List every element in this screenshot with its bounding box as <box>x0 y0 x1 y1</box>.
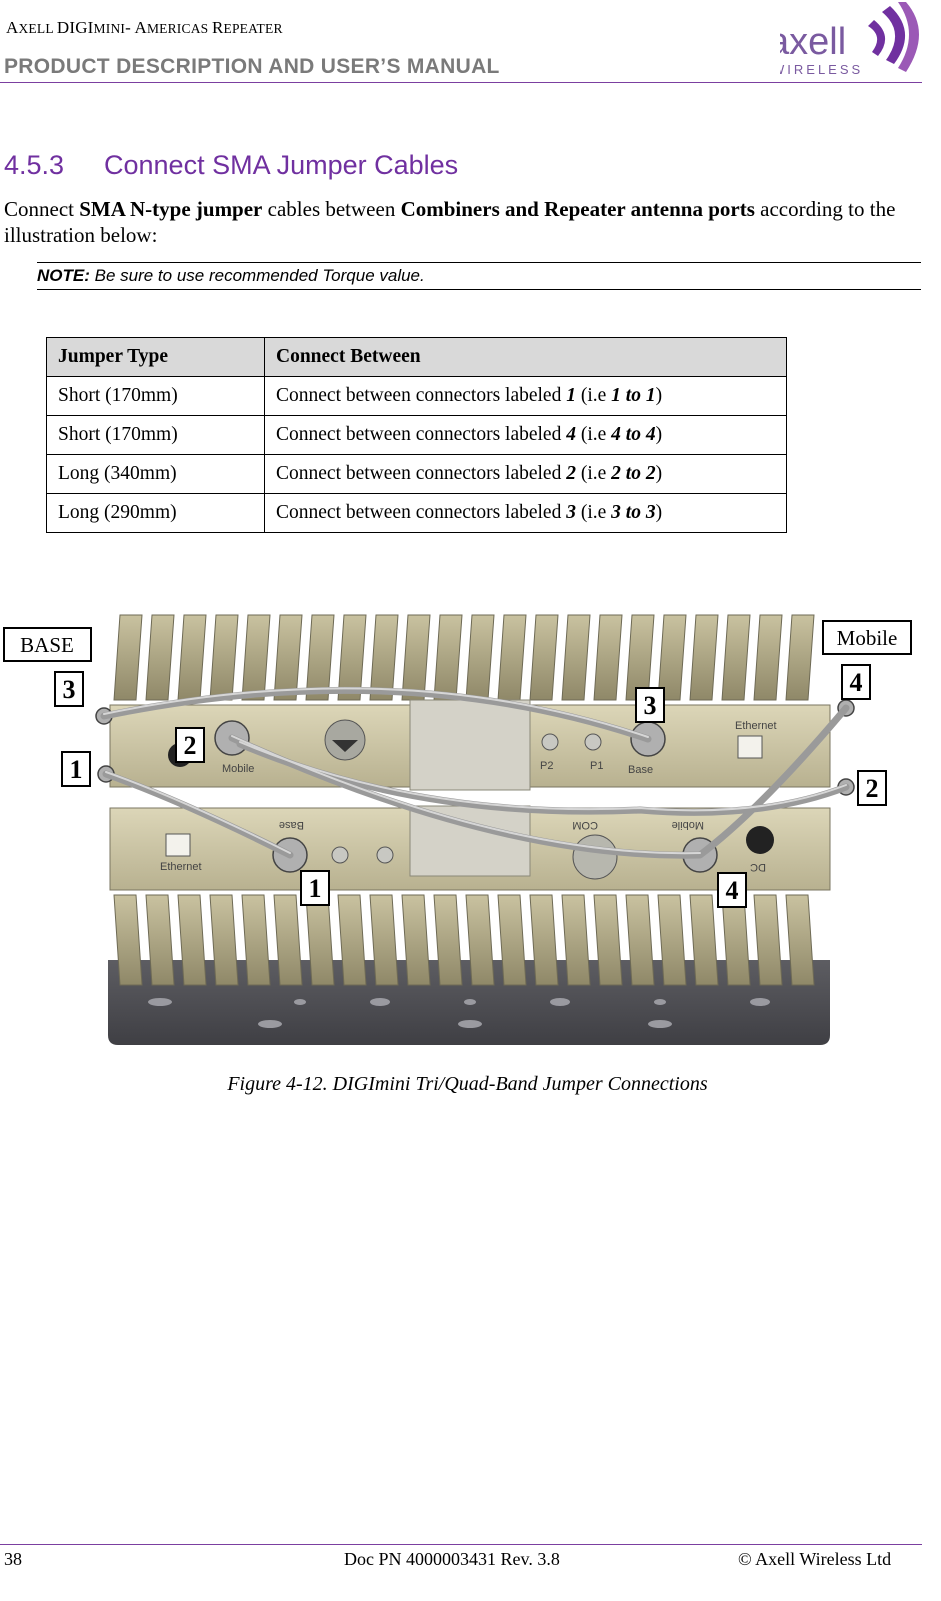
heatsink-fin <box>593 614 623 701</box>
jumper-type-cell: Short (170mm) <box>46 415 265 455</box>
heatsink-fin <box>401 894 431 986</box>
table-row: Long (290mm) Connect between connectors … <box>46 493 787 533</box>
svg-text:P2: P2 <box>540 760 553 772</box>
heatsink-fin <box>593 894 623 986</box>
heatsink-fin <box>497 894 527 986</box>
heatsink-fin <box>145 894 175 986</box>
heatsink-fin <box>753 614 783 701</box>
heatsink-fin <box>273 614 303 701</box>
header-title: AXELL DIGIMINI- AMERICAS REPEATER <box>6 18 283 37</box>
svg-text:COM: COM <box>572 819 598 831</box>
doc-number: Doc PN 4000003431 Rev. 3.8 <box>344 1549 560 1569</box>
heatsink-fin <box>177 894 207 986</box>
heatsink-fin <box>305 614 335 701</box>
heatsink-fin <box>465 894 495 986</box>
repeater-illustration: Ethernet Mobile Base P1 P2 Ethernet Base… <box>3 614 912 1045</box>
header-divider <box>0 82 922 83</box>
heatsink-fin <box>753 894 783 986</box>
connect-between-cell: Connect between connectors labeled 3 (i.… <box>264 493 787 533</box>
connect-between-cell: Connect between connectors labeled 4 (i.… <box>264 415 787 455</box>
svg-text:DC: DC <box>750 861 766 873</box>
logo-subtext: WIRELESS <box>780 62 863 77</box>
heatsink-fin <box>433 894 463 986</box>
heatsink-fin <box>529 894 559 986</box>
table-row: Short (170mm) Connect between connectors… <box>46 376 787 416</box>
jumper-table: Jumper Type Connect Between Short (170mm… <box>46 337 787 533</box>
svg-text:P1: P1 <box>590 760 603 772</box>
heatsink-fin <box>785 614 815 701</box>
svg-text:Base: Base <box>279 819 304 831</box>
heatsink-fin <box>113 614 143 701</box>
footer-divider <box>0 1544 922 1545</box>
table-row: Short (170mm) Connect between connectors… <box>46 415 787 455</box>
section-title: Connect SMA Jumper Cables <box>104 150 459 180</box>
figure-caption: Figure 4-12. DIGImini Tri/Quad-Band Jump… <box>227 1073 708 1095</box>
svg-text:Mobile: Mobile <box>222 763 254 775</box>
intro-paragraph: Connect SMA N-type jumper cables between… <box>4 197 896 247</box>
heatsink-fin <box>721 614 751 701</box>
label-mobile-box <box>822 620 912 655</box>
jumper-type-cell: Long (290mm) <box>46 493 265 533</box>
heatsink-fin <box>561 614 591 701</box>
heatsink-fin <box>561 894 591 986</box>
callout-2: 2 <box>184 731 197 760</box>
table-row: Long (340mm) Connect between connectors … <box>46 454 787 494</box>
callout-3: 3 <box>644 691 657 720</box>
heatsink-fin <box>369 614 399 701</box>
heatsink-fin <box>273 894 303 986</box>
heatsink-fin <box>177 614 207 701</box>
callout-4: 4 <box>726 876 739 905</box>
note-box: NOTE: Be sure to use recommended Torque … <box>37 262 921 290</box>
column-header: Connect Between <box>264 337 787 377</box>
connect-between-cell: Connect between connectors labeled 2 (i.… <box>264 454 787 494</box>
heatsink-fin <box>337 894 367 986</box>
label-base-box <box>3 627 92 662</box>
callout-1: 1 <box>70 755 83 784</box>
heatsink-fin <box>785 894 815 986</box>
heatsink-fin <box>337 614 367 701</box>
heatsink-fin <box>209 894 239 986</box>
svg-text:Ethernet: Ethernet <box>735 720 777 732</box>
heatsink-fin <box>657 614 687 701</box>
heatsink-fin <box>113 894 143 986</box>
svg-text:Ethernet: Ethernet <box>160 861 202 873</box>
svg-text:Base: Base <box>628 764 653 776</box>
heatsink-fin <box>369 894 399 986</box>
note-text: Be sure to use recommended Torque value. <box>89 266 425 285</box>
heatsink-fin <box>241 614 271 701</box>
callout-3: 3 <box>63 675 76 704</box>
callout-4: 4 <box>850 668 863 697</box>
heatsink-fin <box>625 894 655 986</box>
heatsink-fin <box>657 894 687 986</box>
heatsink-fin <box>209 614 239 701</box>
callout-1: 1 <box>309 874 322 903</box>
heatsink-fin <box>465 614 495 701</box>
connect-between-cell: Connect between connectors labeled 1 (i.… <box>264 376 787 416</box>
jumper-type-cell: Short (170mm) <box>46 376 265 416</box>
heatsink-fin <box>529 614 559 701</box>
jumper-type-cell: Long (340mm) <box>46 454 265 494</box>
heatsink-fin <box>689 894 719 986</box>
note-label: NOTE: <box>37 266 90 285</box>
heatsink-fin <box>497 614 527 701</box>
label-mobile: Mobile <box>837 626 898 650</box>
callout-2: 2 <box>866 774 879 803</box>
heatsink-fin <box>241 894 271 986</box>
page-number: 38 <box>4 1549 22 1569</box>
header-subtitle: PRODUCT DESCRIPTION AND USER’S MANUAL <box>4 55 500 78</box>
axell-wireless-logo: axell WIRELESS <box>780 2 919 77</box>
label-base: BASE <box>20 633 74 657</box>
svg-text:Mobile: Mobile <box>672 819 704 831</box>
heatsink-fin <box>689 614 719 701</box>
copyright: © Axell Wireless Ltd <box>738 1549 892 1569</box>
heatsink-fin <box>145 614 175 701</box>
table-header-row: Jumper Type Connect Between <box>46 337 787 377</box>
heatsink-fin <box>433 614 463 701</box>
logo-text: axell <box>780 21 846 63</box>
section-heading: 4.5.3 Connect SMA Jumper Cables <box>4 150 458 181</box>
section-number: 4.5.3 <box>4 150 65 180</box>
heatsink-fin <box>401 614 431 701</box>
column-header: Jumper Type <box>46 337 265 377</box>
